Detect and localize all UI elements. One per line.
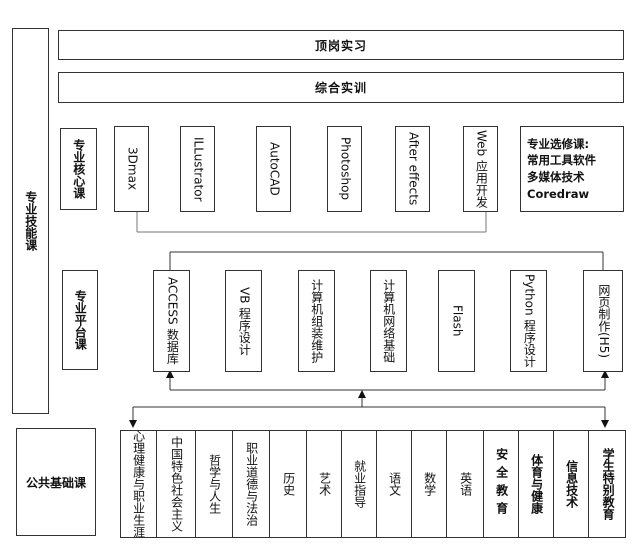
core-course-web-dev: Web 应用开发: [463, 126, 498, 212]
public-course-employment: 就业指导: [352, 460, 367, 508]
public-course-title: 公共基础课: [16, 428, 96, 536]
skills-course-label: 专业技能课: [23, 191, 38, 251]
platform-course-title: 专业平台课: [62, 270, 98, 370]
elective-heading: 专业选修课:: [527, 136, 590, 151]
public-course-math: 数学: [422, 472, 437, 496]
core-course-3dmax: 3Dmax: [114, 126, 149, 212]
skills-course-label-box: 专业技能课: [12, 28, 49, 414]
platform-course-network: 计算机网络基础: [370, 270, 407, 372]
core-course-illustrator: ILLustrator: [180, 126, 215, 212]
platform-course-flash: Flash: [438, 270, 475, 372]
elective-course-box: 专业选修课: 常用工具软件 多媒体技术 Coredraw: [520, 126, 624, 212]
public-course-socialism: 中国特色社会主义: [169, 436, 184, 532]
platform-course-access: ACCESS 数据库: [153, 270, 190, 372]
public-course-it: 信息技术: [564, 460, 579, 508]
elective-item: 常用工具软件: [527, 153, 596, 168]
public-courses-table: [120, 430, 626, 538]
platform-course-assembly: 计算机组装维护: [298, 270, 335, 372]
core-course-after-effects: After effects: [395, 126, 430, 212]
public-course-history: 历史: [281, 472, 296, 496]
public-course-art: 艺术: [317, 472, 332, 496]
public-course-ethics-law: 职业道德与法治: [244, 442, 259, 526]
public-course-psychology: 心理健康与职业生涯: [131, 430, 146, 538]
platform-course-python: Python 程序设计: [510, 270, 547, 372]
internship-row: 顶岗实习: [58, 30, 624, 60]
public-course-philosophy: 哲学与人生: [207, 454, 222, 514]
public-course-chinese: 语文: [387, 472, 402, 496]
platform-course-vb: VB 程序设计: [225, 270, 262, 372]
elective-item: 多媒体技术: [527, 170, 585, 184]
training-row: 综合实训: [58, 72, 624, 103]
public-course-english: 英语: [458, 472, 473, 496]
core-course-title: 专业核心课: [60, 128, 97, 210]
elective-item: Coredraw: [527, 186, 590, 201]
public-course-pe-health: 体育与健康: [529, 454, 544, 514]
public-course-special-edu: 学生特别教育: [601, 448, 616, 520]
core-course-photoshop: Photoshop: [327, 126, 362, 212]
core-course-autocad: AutoCAD: [256, 126, 291, 212]
public-course-safety: 安全教育: [494, 448, 509, 520]
platform-course-web-h5: 网页制作(H5): [583, 270, 623, 372]
